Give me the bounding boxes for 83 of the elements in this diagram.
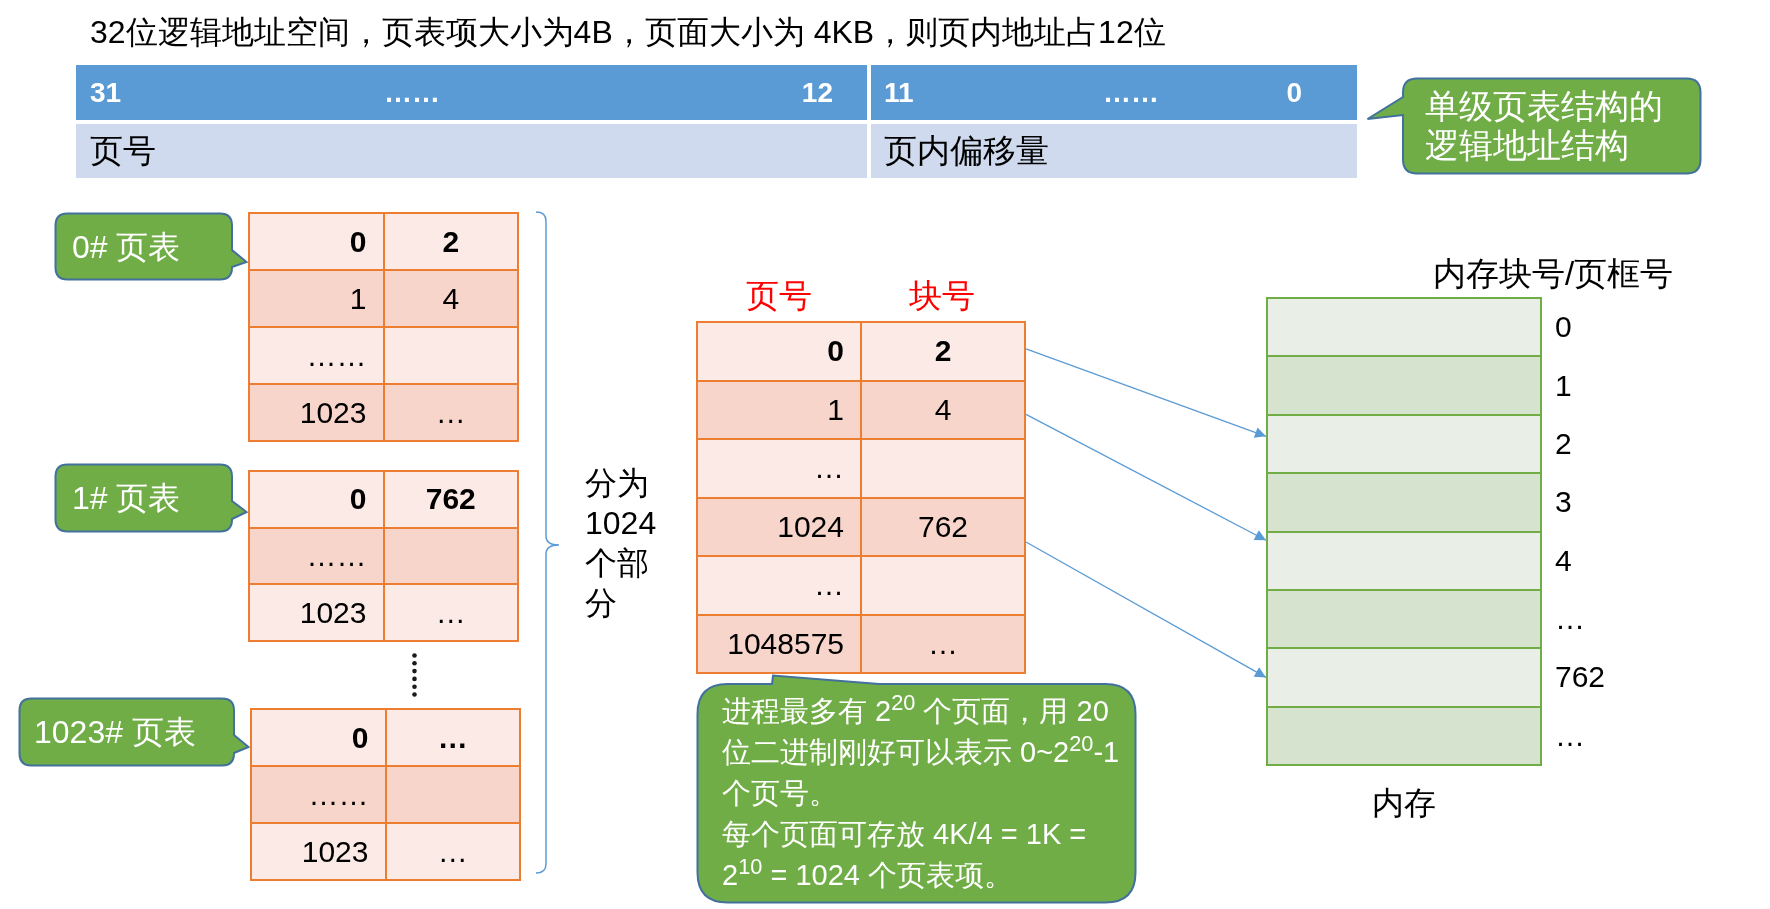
bit-number: 31 [90,76,122,109]
memory-block [1267,473,1541,532]
table-cell: …… [249,527,384,585]
memory-block [1267,531,1541,590]
table-cell [861,439,1025,498]
block-number: 1 [1555,367,1572,404]
ellipsis-text: …… [1103,76,1159,109]
page-table [250,708,521,881]
table-cell: … [385,823,520,880]
callout-text: 进程最多有 2$^{20}$ 个页面，用 20 位二进制刚好可以表示 0~2$^{20}$-1 个页号。 [722,690,1121,811]
table-cell: 0 [249,471,384,528]
table-cell [383,527,518,585]
table-cell: 0 [697,322,861,381]
memory-block [1267,589,1541,649]
table-cell: 0 [249,213,384,270]
table-cell: 1 [249,270,384,327]
block-number: 4 [1555,542,1572,579]
table-cell: 0 [251,709,386,766]
table-cell: … [383,584,518,641]
callout-bubble [1366,77,1702,175]
table-cell: 4 [383,270,518,327]
arrow [1025,541,1267,679]
callout-text: 0# 页表 [72,227,182,267]
address-field [76,65,867,178]
table-cell: … [383,384,518,441]
column-header: 内存块号/页框号 [1433,254,1674,294]
memory-caption: 内存 [1372,784,1436,822]
table-cell: 1023 [251,823,386,880]
table-cell: …… [251,766,386,823]
table-cell: … [697,556,861,615]
annotation-text: 分为1024个部分 [585,464,658,623]
block-number: 762 [1555,659,1606,696]
table-cell: … [697,439,861,498]
block-number: 3 [1555,484,1572,521]
block-number: 0 [1555,309,1572,346]
callout-bubble [54,212,248,281]
memory-block [1267,706,1541,765]
table-cell: 1 [697,380,861,439]
address-field [871,65,1357,178]
callout-bubble [696,674,1137,904]
bit-number: 12 [801,76,833,109]
column-header: 页号 [746,276,812,316]
page-table [248,470,519,642]
block-number: … [1555,717,1585,754]
bit-number: 0 [1286,76,1302,109]
table-cell [861,556,1025,615]
arrow [1025,413,1267,541]
callout-text: 1023# 页表 [34,713,197,752]
page-table [696,321,1026,674]
title-text: 32位逻辑地址空间，页表项大小为4B，页面大小为 4KB，则页内地址占12位 [90,13,1166,52]
field-name: 页号 [90,131,156,171]
memory-block [1267,298,1541,357]
memory-block [1267,648,1541,707]
callout-text: 单级页表结构的逻辑地址结构 [1425,87,1664,165]
callout-bubble [54,463,248,533]
block-number: … [1555,601,1585,638]
table-cell: … [861,614,1025,673]
table-cell: 1024 [697,497,861,556]
table-cell: 762 [861,497,1025,556]
table-cell: 762 [383,471,518,528]
table-cell: 1048575 [697,614,861,673]
bit-number: 11 [884,76,914,109]
page-table [248,212,519,442]
field-name: 页内偏移量 [884,131,1049,171]
table-cell: 2 [861,322,1025,381]
arrow [1025,348,1267,438]
column-header: 块号 [909,276,975,316]
memory-block [1267,414,1541,474]
callout-text: 每个页面可存放 4K/4 = 1K = 2$^{10}$ = 1024 个页表项。 [722,816,1088,893]
table-cell: 1023 [249,384,384,441]
table-cell: …… [249,327,384,384]
table-cell: 1023 [249,584,384,641]
callout-text: 1# 页表 [72,479,182,518]
memory-block [1267,356,1541,415]
ellipsis-text: …… [384,76,440,109]
table-cell: 2 [383,213,518,270]
table-cell [385,766,520,823]
table-cell: 4 [861,380,1025,439]
callout-bubble [18,697,250,767]
table-cell [383,327,518,384]
table-cell: … [385,709,520,766]
memory-frame [1266,297,1542,766]
block-number: 2 [1555,425,1572,462]
